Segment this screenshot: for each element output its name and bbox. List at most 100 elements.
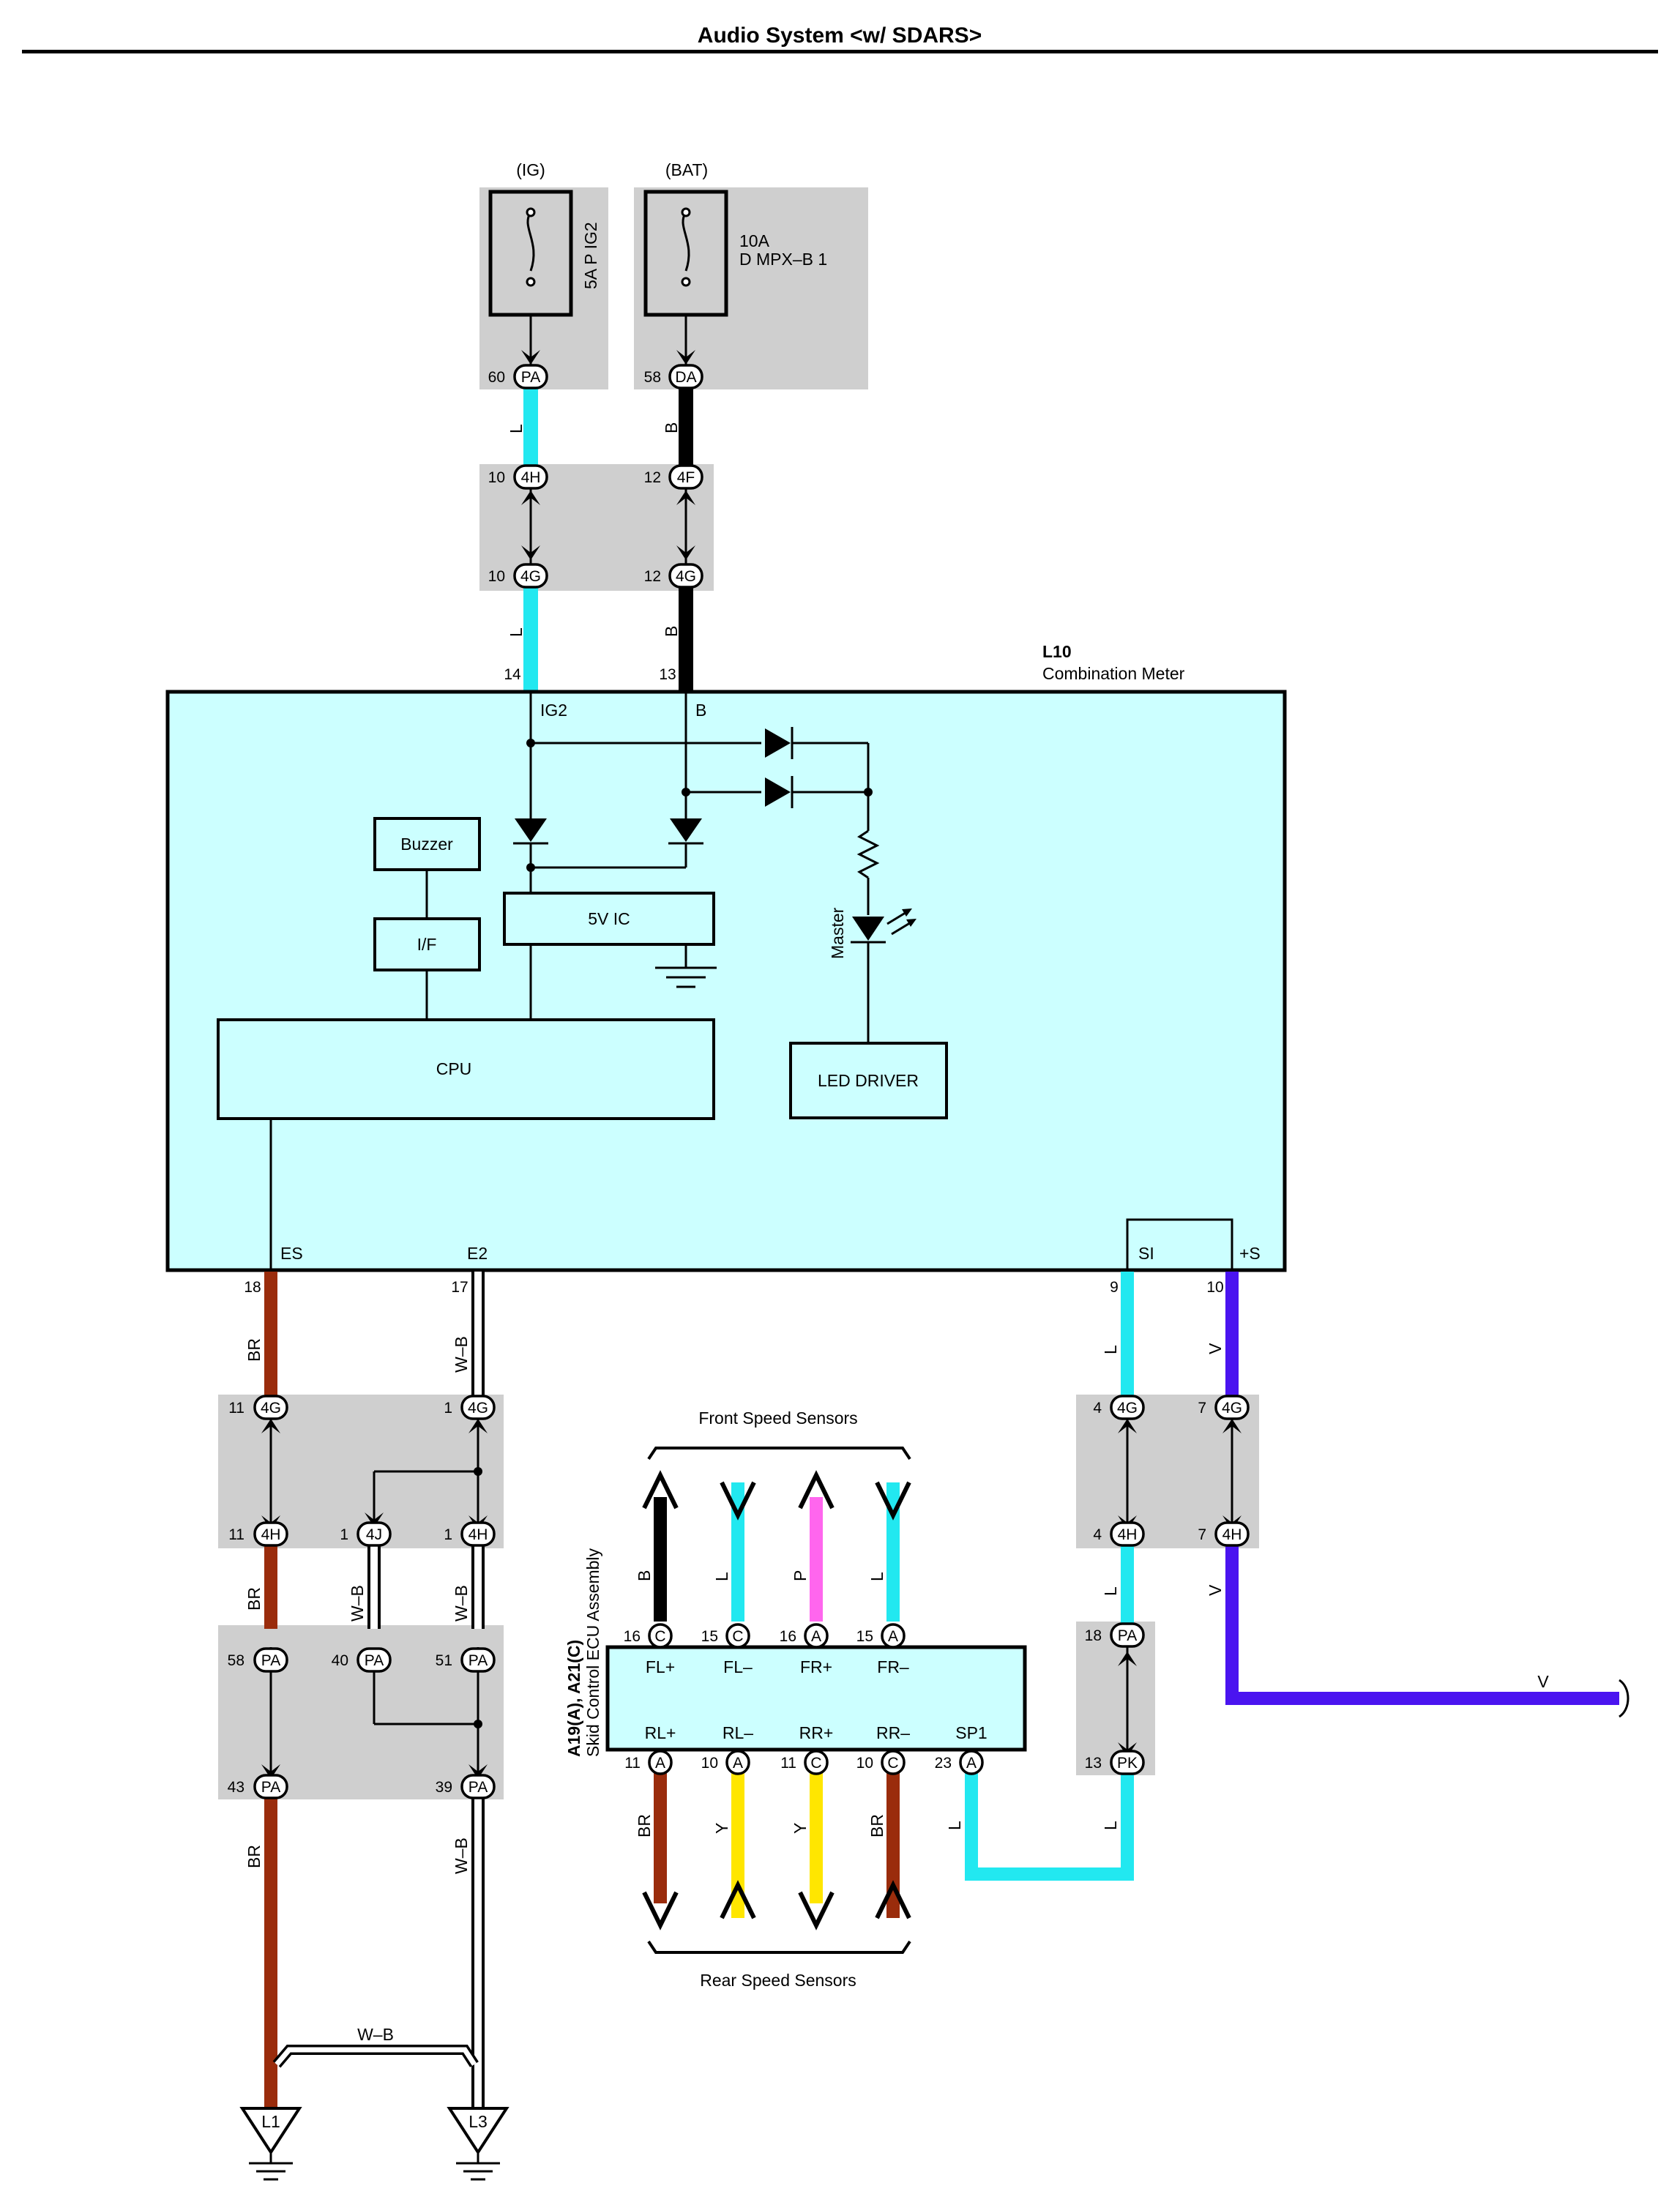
svg-text:17: 17 [451, 1279, 468, 1296]
svg-text:L: L [1101, 1345, 1120, 1354]
svg-text:DA: DA [675, 369, 696, 386]
sensor-wires-front [642, 1470, 911, 1622]
svg-text:11: 11 [624, 1755, 641, 1772]
svg-text:4H: 4H [1222, 1526, 1242, 1543]
svg-text:L: L [1101, 1586, 1120, 1596]
svg-text:BR: BR [244, 1845, 264, 1868]
wire-label-l: L [507, 627, 526, 637]
svg-text:C: C [810, 1755, 821, 1772]
svg-text:4G: 4G [520, 568, 541, 585]
svg-text:CPU: CPU [436, 1059, 472, 1078]
svg-text:PA: PA [365, 1652, 384, 1669]
svg-text:RR+: RR+ [799, 1723, 834, 1742]
svg-text:SP1: SP1 [955, 1723, 987, 1742]
master-label: Master [828, 907, 847, 959]
svg-text:W–B: W–B [452, 1336, 471, 1373]
rear-bracket [647, 1940, 911, 1954]
svg-text:C: C [654, 1628, 665, 1645]
svg-text:11: 11 [228, 1526, 244, 1543]
led-driver-box [789, 1042, 948, 1119]
svg-text:Buzzer: Buzzer [400, 835, 453, 854]
svg-text:PA: PA [1118, 1627, 1137, 1644]
svg-text:4: 4 [1093, 1526, 1102, 1543]
svg-text:11: 11 [228, 1400, 244, 1417]
svg-text:10: 10 [1206, 1279, 1223, 1296]
svg-text:W–B: W–B [357, 2025, 394, 2044]
wire-continuation-icon [1619, 1679, 1629, 1718]
svg-text:1: 1 [444, 1526, 452, 1543]
svg-text:Y: Y [791, 1823, 810, 1834]
sensor-wires-rear [642, 1773, 911, 1930]
ecu-code: A19(A), A21(C) [564, 1640, 583, 1757]
fuse-block-bat: (BAT) 10A D MPX–B 1 [634, 160, 868, 389]
svg-text:W–B: W–B [452, 1585, 471, 1622]
diode-icon [765, 777, 791, 807]
if-box [373, 917, 481, 971]
svg-text:Y: Y [712, 1823, 731, 1834]
svg-text:L: L [867, 1572, 886, 1581]
skid-control-ecu [605, 1645, 1027, 1752]
svg-text:60: 60 [488, 369, 505, 386]
svg-text:10: 10 [488, 568, 505, 585]
svg-text:BR: BR [635, 1814, 654, 1837]
wire-label-b: B [662, 626, 681, 637]
svg-text:PA: PA [521, 369, 540, 386]
combination-meter [165, 690, 1287, 1272]
wire-l-si [965, 1272, 1134, 1881]
connectors-left: 18 17 4G 11 4G 1 4H 11 4J 1 4H 1 PA 58 P… [228, 1279, 496, 1799]
svg-text:FR–: FR– [877, 1657, 909, 1676]
svg-text:4G: 4G [1117, 1400, 1138, 1417]
svg-text:BR: BR [244, 1587, 264, 1611]
ecu-name: Skid Control ECU Assembly [583, 1548, 602, 1757]
svg-text:7: 7 [1198, 1526, 1206, 1543]
ic-5v-box [503, 892, 715, 946]
svg-text:W–B: W–B [452, 1837, 471, 1874]
svg-text:BR: BR [867, 1814, 886, 1837]
ground-l3: L3 [447, 2107, 509, 2181]
svg-text:4H: 4H [468, 1526, 488, 1543]
resistor-icon [856, 829, 880, 879]
terminal-b: B [695, 701, 706, 720]
svg-text:10: 10 [856, 1755, 873, 1772]
sensor-wire-labels: B L P L BR Y Y BR [635, 1570, 886, 1837]
front-sensors-label: Front Speed Sensors [698, 1408, 857, 1428]
ecu-terminals: FL+ FL– FR+ FR– RL+ RL– RR+ RR– SP1 [645, 1657, 988, 1742]
svg-text:18: 18 [244, 1279, 261, 1296]
ground-l1: L1 [239, 2107, 302, 2181]
svg-text:7: 7 [1198, 1400, 1206, 1417]
svg-text:4H: 4H [1118, 1526, 1138, 1543]
svg-text:40: 40 [332, 1652, 348, 1669]
svg-text:4G: 4G [676, 568, 696, 585]
svg-text:11: 11 [780, 1755, 796, 1772]
svg-text:V: V [1206, 1343, 1225, 1354]
svg-text:16: 16 [624, 1628, 641, 1645]
svg-text:12: 12 [644, 568, 661, 585]
svg-text:RR–: RR– [876, 1723, 910, 1742]
wire-v-plus-s [1225, 1272, 1629, 1718]
svg-text:14: 14 [504, 666, 521, 683]
svg-text:L: L [712, 1572, 731, 1581]
svg-text:FL+: FL+ [646, 1657, 675, 1676]
svg-text:PA: PA [468, 1779, 488, 1796]
svg-text:C: C [887, 1755, 898, 1772]
svg-text:A: A [733, 1755, 743, 1772]
svg-text:B: B [635, 1570, 654, 1581]
terminal-e2: E2 [467, 1244, 488, 1263]
cpu-box [217, 1018, 715, 1120]
fuse2-name: D MPX–B 1 [739, 250, 827, 269]
svg-text:12: 12 [644, 469, 661, 486]
svg-text:1: 1 [340, 1526, 348, 1543]
svg-text:4G: 4G [1222, 1400, 1242, 1417]
svg-text:4G: 4G [468, 1400, 488, 1417]
svg-text:A: A [811, 1628, 821, 1645]
meter-internal-circuit: Master 5V IC Buzzer I/F CPU LED DRIVER [217, 692, 1233, 1272]
meter-name: Combination Meter [1042, 664, 1185, 683]
svg-text:4: 4 [1093, 1400, 1102, 1417]
page-title: Audio System <w/ SDARS> [698, 23, 982, 48]
title-rule [22, 50, 1658, 53]
svg-text:10: 10 [488, 469, 505, 486]
rear-sensors-label: Rear Speed Sensors [700, 1971, 856, 1990]
svg-text:RL–: RL– [723, 1723, 753, 1742]
arrow-marks-top [521, 350, 695, 560]
